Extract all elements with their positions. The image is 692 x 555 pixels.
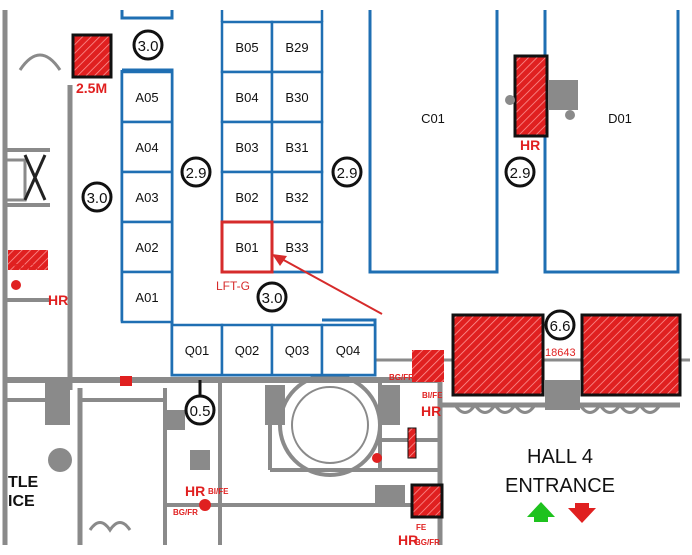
booth-q03[interactable] [270, 323, 324, 377]
fe-label: FE [416, 523, 427, 532]
clearance-label: 2.5M [76, 80, 107, 96]
booth-label-b03: B03 [235, 140, 258, 155]
hr-label: HR [48, 292, 68, 308]
booth-labels: A05 A04 A03 A02 A01 B05 B04 B03 B02 B01 … [135, 40, 632, 358]
height-markers [81, 29, 576, 426]
wall-blocks [3, 158, 580, 505]
rotunda [278, 373, 382, 477]
hr-label: HR [520, 137, 540, 153]
height-value: 3.0 [87, 190, 108, 207]
height-value: 3.0 [262, 290, 283, 307]
exit-arrow-icon [568, 503, 596, 523]
hall-entrance-label: ENTRANCE [505, 475, 615, 497]
column-dot [505, 95, 515, 105]
booth-grid [120, 20, 377, 377]
dimension-label: 18643 [545, 347, 576, 359]
booth-a05[interactable] [120, 70, 174, 124]
height-value: 2.9 [186, 165, 207, 182]
booth-label-b02: B02 [235, 190, 258, 205]
booth-a02[interactable] [120, 220, 174, 274]
booth-label-d01: D01 [608, 111, 632, 126]
booth-a04[interactable] [120, 120, 174, 174]
booth-q04[interactable] [320, 323, 377, 377]
booth-b31[interactable] [270, 120, 324, 174]
booth-label-c01: C01 [421, 111, 445, 126]
booth-label-a02: A02 [135, 240, 158, 255]
booth-label-b04: B04 [235, 90, 258, 105]
rotunda-inner [291, 386, 369, 464]
booth-label-q02: Q02 [235, 343, 260, 358]
booth-label-a01: A01 [135, 290, 158, 305]
booth-label-a05: A05 [135, 90, 158, 105]
hr-label: HR [398, 532, 418, 548]
booth-label-b29: B29 [285, 40, 308, 55]
lift-pointer-line [279, 257, 383, 315]
booth-label-q04: Q04 [336, 343, 361, 358]
structure-block [71, 33, 113, 79]
structure-block [451, 313, 545, 397]
height-value: 2.9 [337, 165, 358, 182]
booth-label-b33: B33 [285, 240, 308, 255]
booth-q01[interactable] [170, 323, 224, 377]
booth-label-b30: B30 [285, 90, 308, 105]
hazard-blocks [8, 33, 682, 519]
height-value: 0.5 [190, 403, 211, 420]
booth-label-q01: Q01 [185, 343, 210, 358]
hr-label: HR [421, 403, 441, 419]
hazard-dots [11, 280, 382, 511]
structure-block [407, 427, 417, 459]
booth-label-a04: A04 [135, 140, 158, 155]
height-values: 3.0 3.0 2.9 2.9 2.9 3.0 6.6 0.5 [87, 38, 571, 420]
height-value: 3.0 [138, 38, 159, 55]
booth-b02[interactable] [220, 170, 274, 224]
structure-block [412, 350, 444, 382]
bi-fe-label: BI/FE [422, 391, 443, 400]
height-value: 6.6 [550, 318, 571, 335]
booth-label-b32: B32 [285, 190, 308, 205]
structure-block [410, 483, 444, 519]
height-value: 2.9 [510, 165, 531, 182]
bi-fe-label: BI/FE [208, 487, 229, 496]
lift-label: LFT-G [216, 279, 250, 293]
edge-label-bottom: ICE [8, 493, 35, 510]
bg-fr-label: BG/FR [389, 373, 414, 382]
booth-label-q03: Q03 [285, 343, 310, 358]
booth-label-b05: B05 [235, 40, 258, 55]
lift-pointer-arrowhead [272, 254, 287, 266]
bg-fr-label: BG/FR [173, 508, 198, 517]
structure-block [513, 54, 549, 138]
booth-a01[interactable] [120, 270, 174, 324]
bg-fr-label: BG/FR [415, 538, 440, 547]
hr-label: HR [185, 483, 205, 499]
booth-label-a03: A03 [135, 190, 158, 205]
booth-b32[interactable] [270, 170, 324, 224]
structure-block [8, 250, 48, 270]
red-labels: 2.5M HR HR HR HR HR BG/FR BG/FR BG/FR BG… [14, 80, 540, 548]
column-dot [565, 110, 575, 120]
structure-block [580, 313, 682, 397]
booth-label-b31: B31 [285, 140, 308, 155]
booth-b01-highlight[interactable] [220, 220, 274, 274]
entry-arrow-icon [527, 502, 555, 522]
cross-mark-2 [23, 154, 47, 201]
booth-label-b01: B01 [235, 240, 258, 255]
bg-fr-label: BG/FR [14, 263, 39, 272]
hall-arches [18, 53, 662, 533]
edge-label-top: TLE [8, 474, 39, 491]
hall-name: HALL 4 [527, 446, 593, 468]
column-block [548, 80, 578, 110]
